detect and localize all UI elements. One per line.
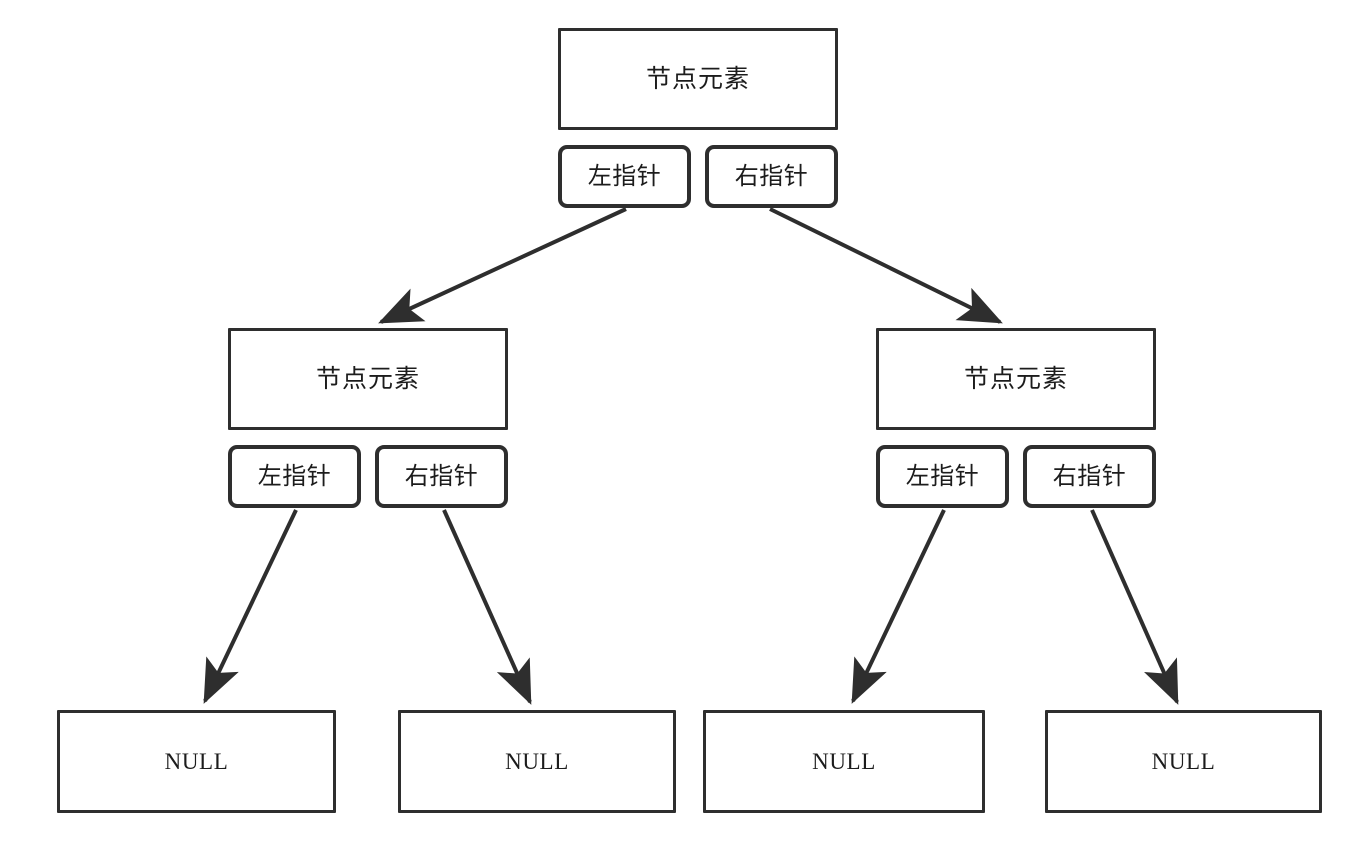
edge-root-right-to-right-child <box>769 207 1003 324</box>
root-element-box[interactable]: 节点元素 <box>558 28 838 130</box>
left-child-right-pointer-box[interactable]: 右指针 <box>375 445 508 508</box>
left-child-element-box[interactable]: 节点元素 <box>228 328 508 430</box>
root-right-pointer-box[interactable]: 右指针 <box>705 145 838 208</box>
root-left-pointer-label: 左指针 <box>587 163 662 190</box>
null-label-2: NULL <box>505 749 569 774</box>
edge-right-child-left-to-leaf-3 <box>851 509 946 704</box>
left-child-right-pointer-label: 右指针 <box>404 463 479 490</box>
right-child-right-pointer-box[interactable]: 右指针 <box>1023 445 1156 508</box>
null-label-1: NULL <box>164 749 229 774</box>
right-child-element-label: 节点元素 <box>963 365 1068 393</box>
null-box-4[interactable]: NULL <box>1045 710 1322 813</box>
edge-left-child-left-to-leaf-1 <box>203 509 298 704</box>
null-box-1[interactable]: NULL <box>57 710 336 813</box>
left-child-element-label: 节点元素 <box>315 365 420 393</box>
left-child-left-pointer-box[interactable]: 左指针 <box>228 445 361 508</box>
right-child-left-pointer-box[interactable]: 左指针 <box>876 445 1009 508</box>
null-box-3[interactable]: NULL <box>703 710 985 813</box>
null-label-4: NULL <box>1151 749 1216 774</box>
right-child-left-pointer-label: 左指针 <box>905 463 980 490</box>
null-label-3: NULL <box>812 749 876 774</box>
right-child-element-box[interactable]: 节点元素 <box>876 328 1156 430</box>
root-left-pointer-box[interactable]: 左指针 <box>558 145 691 208</box>
edge-root-left-to-left-child <box>378 207 627 324</box>
edge-left-child-right-to-leaf-2 <box>442 509 532 705</box>
edge-right-child-right-to-leaf-4 <box>1090 509 1179 705</box>
left-child-left-pointer-label: 左指针 <box>257 463 332 490</box>
root-element-label: 节点元素 <box>645 65 750 93</box>
root-right-pointer-label: 右指针 <box>734 163 809 190</box>
right-child-right-pointer-label: 右指针 <box>1052 463 1127 490</box>
null-box-2[interactable]: NULL <box>398 710 676 813</box>
